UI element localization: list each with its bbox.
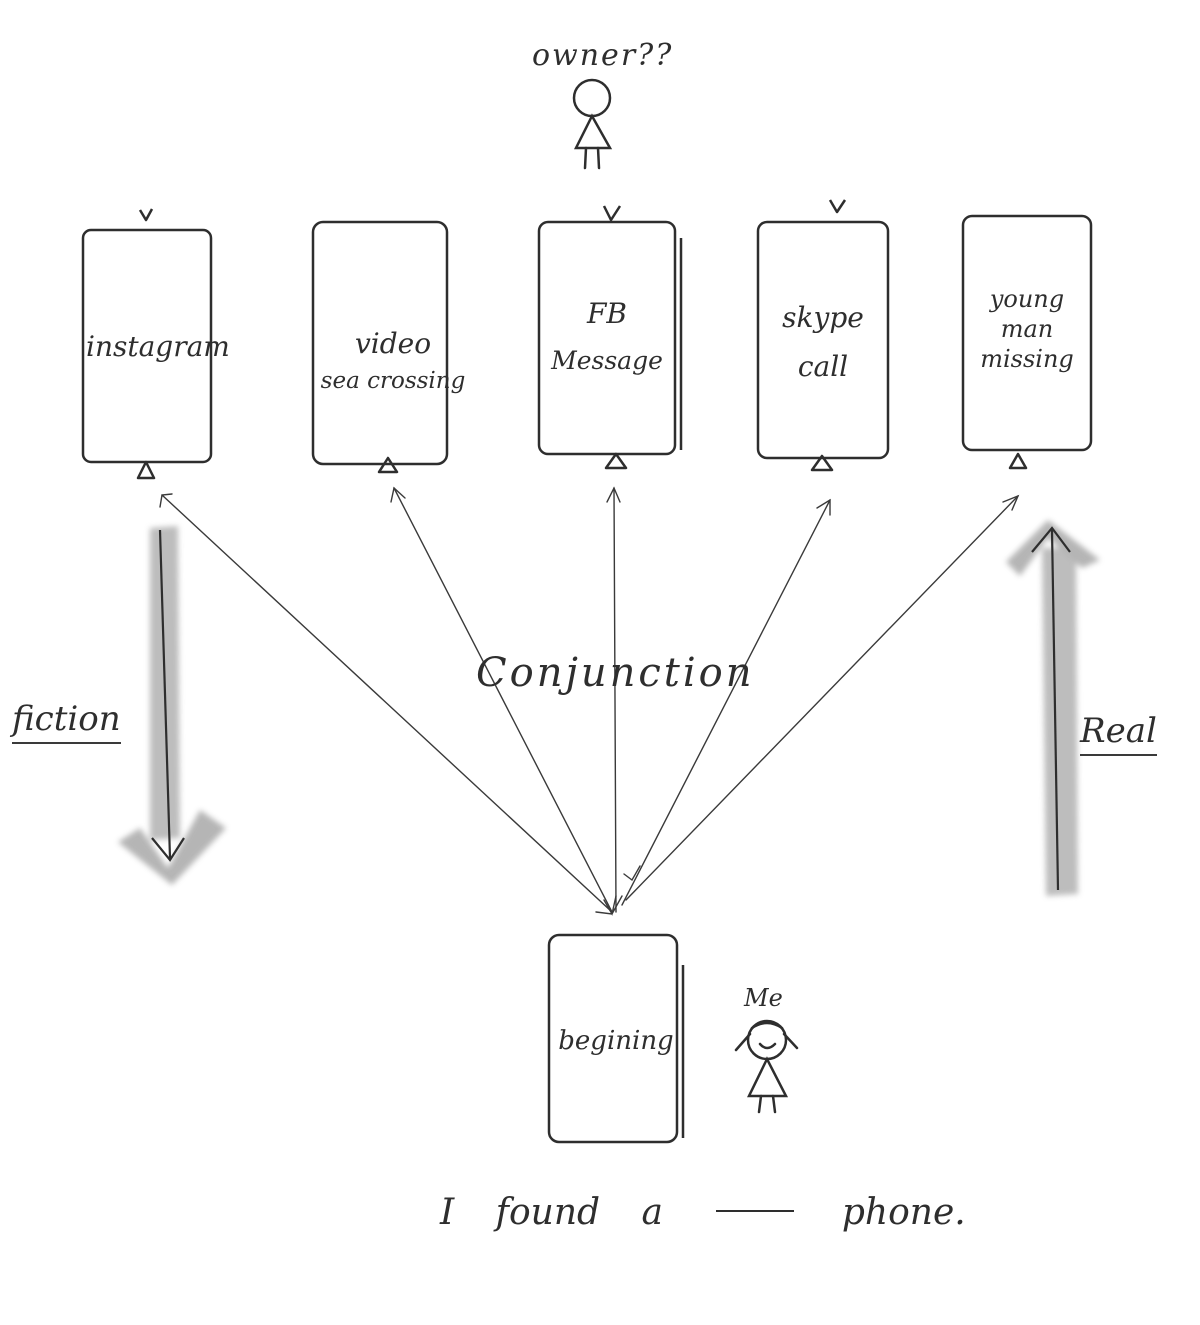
- caption-before: I found a: [440, 1192, 663, 1233]
- checkmark-icon: [602, 205, 622, 222]
- phone-young-man: [961, 214, 1093, 470]
- phone-skype: [756, 199, 890, 472]
- caption-after: phone.: [841, 1192, 966, 1233]
- phone-video: [311, 220, 449, 474]
- phone-label-young-man: young man missing: [980, 285, 1074, 373]
- phone-fb: [537, 205, 683, 470]
- me-label: Me: [744, 984, 783, 1012]
- checkmark-icon: [828, 199, 847, 214]
- phone-beginning: [547, 933, 685, 1144]
- owner-figure-icon: [572, 78, 613, 170]
- caption-blank: [716, 1208, 795, 1212]
- phone-label-beginning: begining: [558, 1026, 674, 1056]
- phone-label-video: video sea crossing: [320, 327, 466, 394]
- me-figure-icon: [734, 1019, 799, 1114]
- caption: I found a phone.: [440, 1192, 966, 1252]
- connector-arrows: [159, 486, 1020, 916]
- owner-label: owner??: [532, 38, 674, 73]
- fiction-label: fiction: [12, 701, 121, 744]
- checkmark-icon: [138, 208, 154, 222]
- phone-label-fb: FB Message: [551, 297, 663, 376]
- phone-instagram: [81, 208, 213, 480]
- real-label: Real: [1080, 713, 1157, 756]
- fiction-arrow: [118, 526, 226, 885]
- real-arrow: [1006, 520, 1100, 896]
- phone-label-skype: skype call: [782, 301, 864, 384]
- center-label: Conjunction: [476, 650, 755, 696]
- phone-label-instagram: instagram: [86, 330, 230, 363]
